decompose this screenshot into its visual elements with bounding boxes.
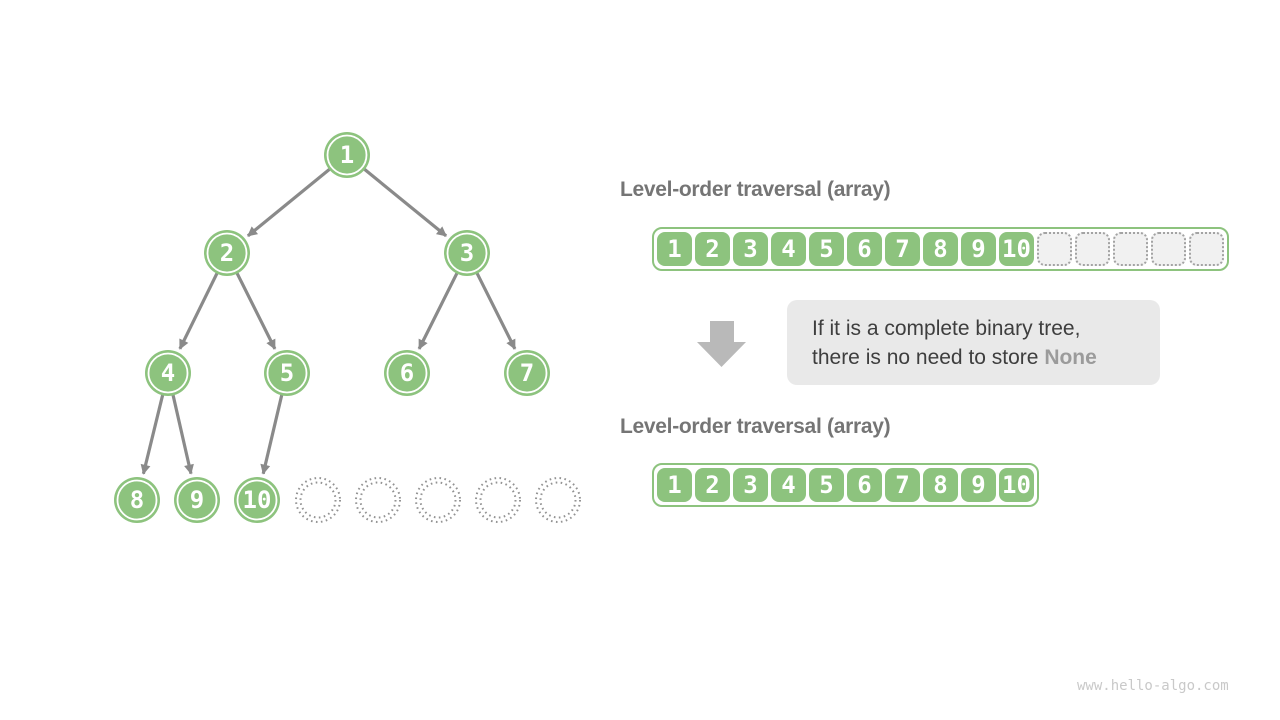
tree-node: 2: [204, 230, 250, 276]
tree-empty-node: [475, 477, 521, 523]
tree-node: 6: [384, 350, 430, 396]
tree-edge: [171, 394, 194, 475]
tree-node-label: 2: [220, 239, 234, 267]
tree-node: 5: [264, 350, 310, 396]
tree-node: 1: [324, 132, 370, 178]
tree-edge: [260, 394, 284, 475]
tree-edges: [140, 167, 517, 475]
tree-edge: [362, 167, 448, 238]
array-empty-cell: [1075, 232, 1110, 266]
array-cell: 1: [657, 468, 692, 502]
array-cell: 5: [809, 232, 844, 266]
tree-empty-node: [295, 477, 341, 523]
array-cell: 9: [961, 468, 996, 502]
tree-node: 9: [174, 477, 220, 523]
tree-node: 4: [145, 350, 191, 396]
array-empty-cell: [1037, 232, 1072, 266]
tree-node: 3: [444, 230, 490, 276]
array-cell: 2: [695, 232, 730, 266]
watermark: www.hello-algo.com: [1077, 678, 1229, 694]
array-cell: 8: [923, 232, 958, 266]
tree-nodes: 1 2 3 4 5 6 7 8 9 10: [114, 132, 581, 523]
callout-line2: there is no need to store None: [812, 345, 1097, 369]
down-arrow-icon: [697, 321, 746, 367]
array-empty-cell: [1151, 232, 1186, 266]
tree-node-label: 7: [520, 359, 534, 387]
bottom-array-label: Level-order traversal (array): [620, 415, 891, 438]
tree-node-label: 3: [460, 239, 474, 267]
tree-node-label: 9: [190, 486, 204, 514]
array-cell: 1: [657, 232, 692, 266]
tree-empty-node: [415, 477, 461, 523]
tree-node-label: 4: [161, 359, 175, 387]
array-cell: 3: [733, 468, 768, 502]
array-cell: 10: [999, 468, 1034, 502]
array-cell: 4: [771, 468, 806, 502]
tree-edge: [417, 271, 459, 350]
array-cell: 6: [847, 232, 882, 266]
array-cell: 8: [923, 468, 958, 502]
tree-node-label: 5: [280, 359, 294, 387]
array-cell: 4: [771, 232, 806, 266]
tree-edge: [178, 271, 219, 350]
callout-box: If it is a complete binary tree, there i…: [787, 300, 1160, 385]
tree-empty-node: [535, 477, 581, 523]
array-cell: 7: [885, 232, 920, 266]
tree-empty-node: [355, 477, 401, 523]
array-cell: 6: [847, 468, 882, 502]
callout-line1: If it is a complete binary tree,: [812, 316, 1081, 340]
top-array-label: Level-order traversal (array): [620, 178, 891, 201]
tree-node: 8: [114, 477, 160, 523]
array-empty-cell: [1113, 232, 1148, 266]
array-cell: 7: [885, 468, 920, 502]
array-cell: 5: [809, 468, 844, 502]
tree-node: 10: [234, 477, 280, 523]
tree-node-label: 8: [130, 486, 144, 514]
tree-edge: [140, 394, 165, 475]
none-highlight: None: [1044, 345, 1097, 369]
tree-edge: [246, 167, 332, 238]
tree-edge: [475, 271, 517, 350]
tree-edge: [235, 271, 277, 350]
array-cell: 10: [999, 232, 1034, 266]
tree-node-label: 1: [340, 141, 354, 169]
tree-node-label: 10: [243, 486, 272, 514]
array-cell: 2: [695, 468, 730, 502]
array-cell: 3: [733, 232, 768, 266]
array-cell: 9: [961, 232, 996, 266]
tree-node-label: 6: [400, 359, 414, 387]
tree-node: 7: [504, 350, 550, 396]
array-empty-cell: [1189, 232, 1224, 266]
